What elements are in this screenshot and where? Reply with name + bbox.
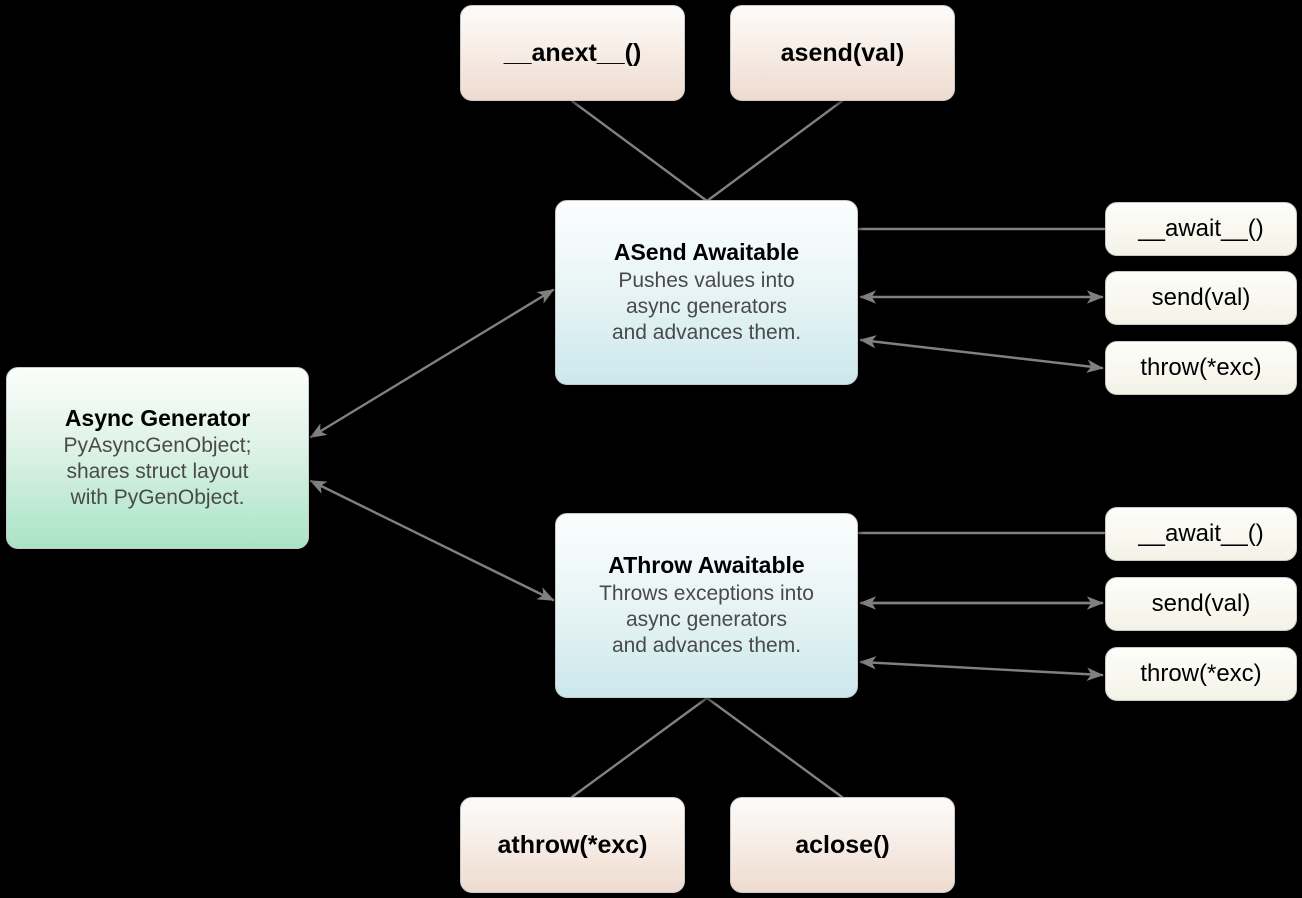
node-anext-call[interactable]: __anext__() xyxy=(460,5,685,101)
edge-asendcall-to-asend xyxy=(705,99,844,203)
node-athrow-throw-label: throw(*exc) xyxy=(1140,660,1262,688)
edge-aclose-to-athrow xyxy=(705,696,844,799)
node-asend-await-label: __await__() xyxy=(1138,215,1264,243)
edge-athrowcall-to-athrow xyxy=(570,696,709,799)
node-async-generator-desc: PyAsyncGenObject; shares struct layout w… xyxy=(64,433,252,511)
node-async-generator-title: Async Generator xyxy=(64,404,251,431)
node-athrow-awaitable-title: AThrow Awaitable xyxy=(608,552,805,579)
node-athrow-send-label: send(val) xyxy=(1151,590,1251,618)
node-asend-awaitable-desc: Pushes values into async generators and … xyxy=(612,268,801,346)
node-athrow-await-label: __await__() xyxy=(1138,520,1264,548)
node-async-generator[interactable]: Async Generator PyAsyncGenObject; shares… xyxy=(6,367,309,549)
node-asend-throw-label: throw(*exc) xyxy=(1140,354,1262,382)
node-athrow-await-method[interactable]: __await__() xyxy=(1105,507,1297,561)
desc-line: and advances them. xyxy=(611,633,802,657)
node-athrow-throw-method[interactable]: throw(*exc) xyxy=(1105,647,1297,701)
edge-athrow-to-throw xyxy=(859,656,1104,681)
node-asend-awaitable[interactable]: ASend Awaitable Pushes values into async… xyxy=(555,200,858,385)
desc-line: with PyGenObject. xyxy=(70,486,245,510)
edge-asend-to-throw xyxy=(859,335,1104,373)
node-athrow-awaitable-desc: Throws exceptions into async generators … xyxy=(599,581,814,659)
node-athrow-awaitable[interactable]: AThrow Awaitable Throws exceptions into … xyxy=(555,513,858,698)
node-asend-awaitable-title: ASend Awaitable xyxy=(613,239,800,266)
desc-line: Pushes values into xyxy=(618,268,795,292)
node-athrow-call[interactable]: athrow(*exc) xyxy=(460,797,685,893)
node-athrow-send-method[interactable]: send(val) xyxy=(1105,577,1297,631)
node-asend-call[interactable]: asend(val) xyxy=(730,5,955,101)
node-asend-send-label: send(val) xyxy=(1151,284,1251,312)
node-asend-call-label: asend(val) xyxy=(780,38,905,67)
desc-line: shares struct layout xyxy=(66,460,249,484)
node-asend-throw-method[interactable]: throw(*exc) xyxy=(1105,341,1297,395)
edge-generator-to-athrow xyxy=(309,479,555,602)
desc-line: and advances them. xyxy=(611,320,802,344)
desc-line: Throws exceptions into xyxy=(599,581,814,605)
desc-line: async generators xyxy=(625,294,788,318)
node-athrow-call-label: athrow(*exc) xyxy=(497,830,648,859)
desc-line: PyAsyncGenObject; xyxy=(63,434,252,458)
edge-anext-to-asend xyxy=(570,99,709,203)
node-aclose-call[interactable]: aclose() xyxy=(730,797,955,893)
node-asend-send-method[interactable]: send(val) xyxy=(1105,271,1297,325)
node-asend-await-method[interactable]: __await__() xyxy=(1105,202,1297,256)
node-aclose-call-label: aclose() xyxy=(795,830,890,859)
edge-generator-to-asend xyxy=(309,288,555,439)
node-anext-label: __anext__() xyxy=(503,38,642,67)
desc-line: async generators xyxy=(625,607,788,631)
